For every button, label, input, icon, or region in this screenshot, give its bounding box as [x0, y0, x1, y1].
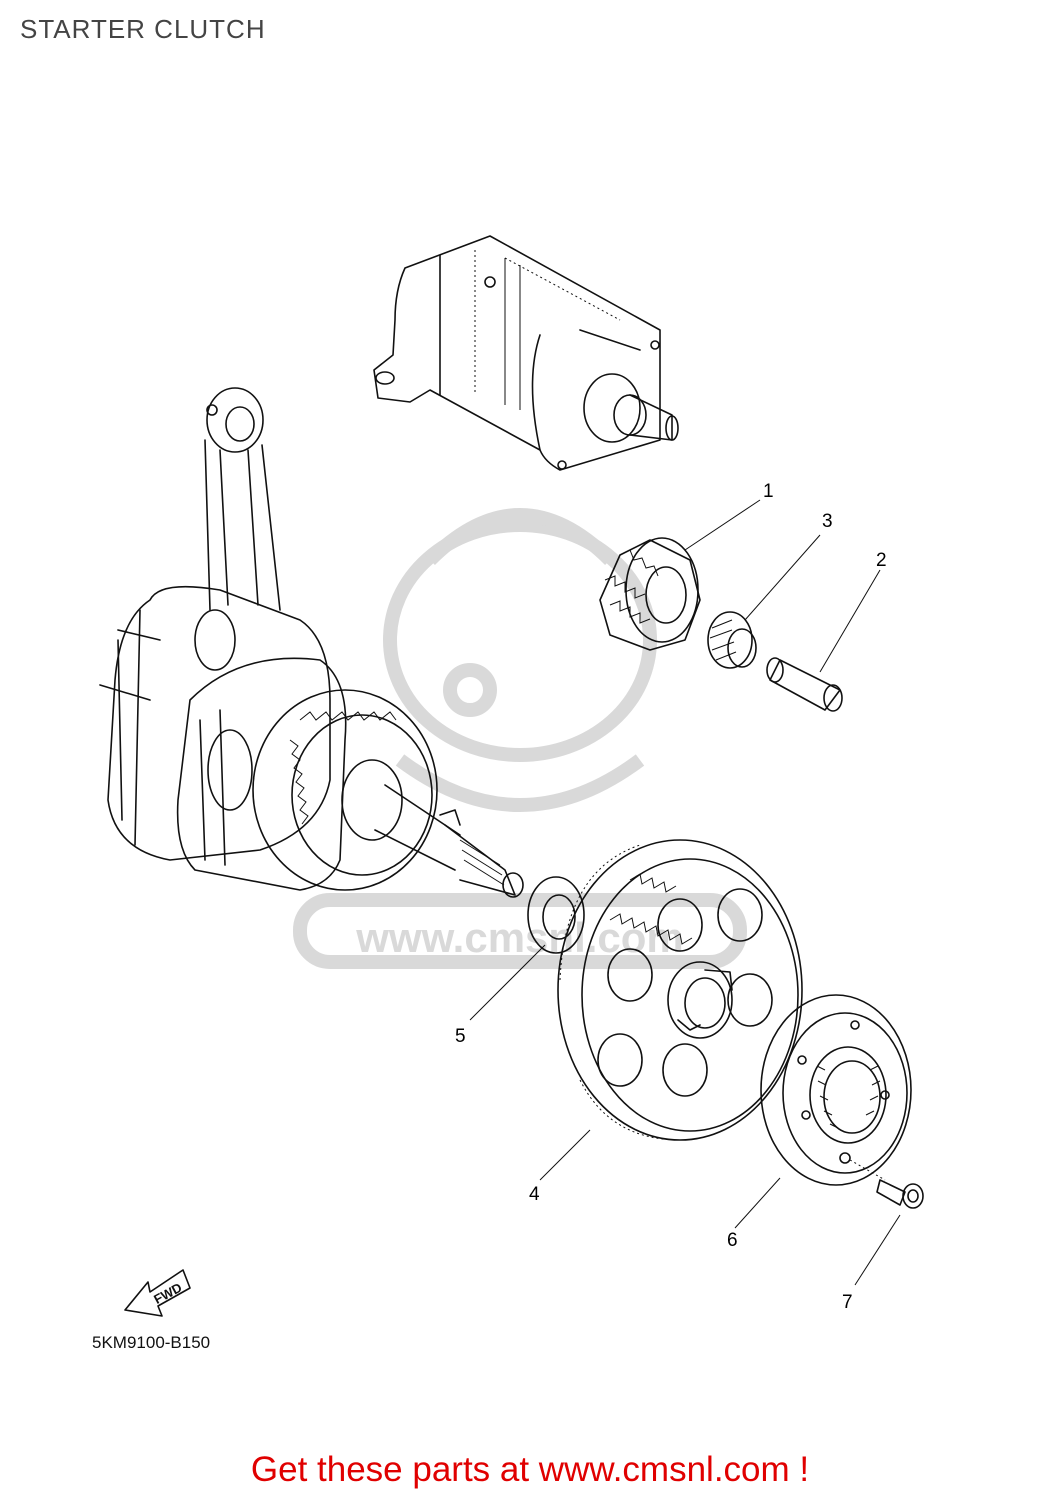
- fwd-label: FWD: [151, 1280, 184, 1307]
- callout-3: 3: [822, 511, 833, 532]
- callout-1: 1: [763, 481, 774, 502]
- callout-7: 7: [842, 1292, 853, 1313]
- callout-5: 5: [455, 1026, 466, 1047]
- part-6-one-way-clutch: [760, 994, 912, 1186]
- fwd-arrow-icon: FWD: [124, 1269, 191, 1317]
- part-3-needle-bearing: [707, 611, 757, 669]
- promo-link[interactable]: Get these parts at www.cmsnl.com !: [250, 1450, 810, 1489]
- diagram-code: 5KM9100-B150: [92, 1333, 211, 1352]
- part-4-wheel-gear: [557, 839, 803, 1141]
- diagram-title: STARTER CLUTCH: [20, 14, 266, 44]
- callout-4: 4: [529, 1184, 540, 1205]
- part-1-idle-gear: [599, 537, 701, 651]
- part-7-bolt: [876, 1179, 924, 1209]
- part-5-washer: [527, 876, 585, 954]
- leader-lines: [469, 499, 901, 1286]
- crankshaft: [99, 387, 524, 898]
- watermark-logo: www.cmsnl.com: [293, 508, 747, 969]
- callout-6: 6: [727, 1230, 738, 1251]
- watermark-text: www.cmsnl.com: [355, 914, 684, 961]
- starter-motor: [373, 235, 679, 471]
- part-2-shaft: [766, 657, 843, 712]
- callout-2: 2: [876, 550, 887, 571]
